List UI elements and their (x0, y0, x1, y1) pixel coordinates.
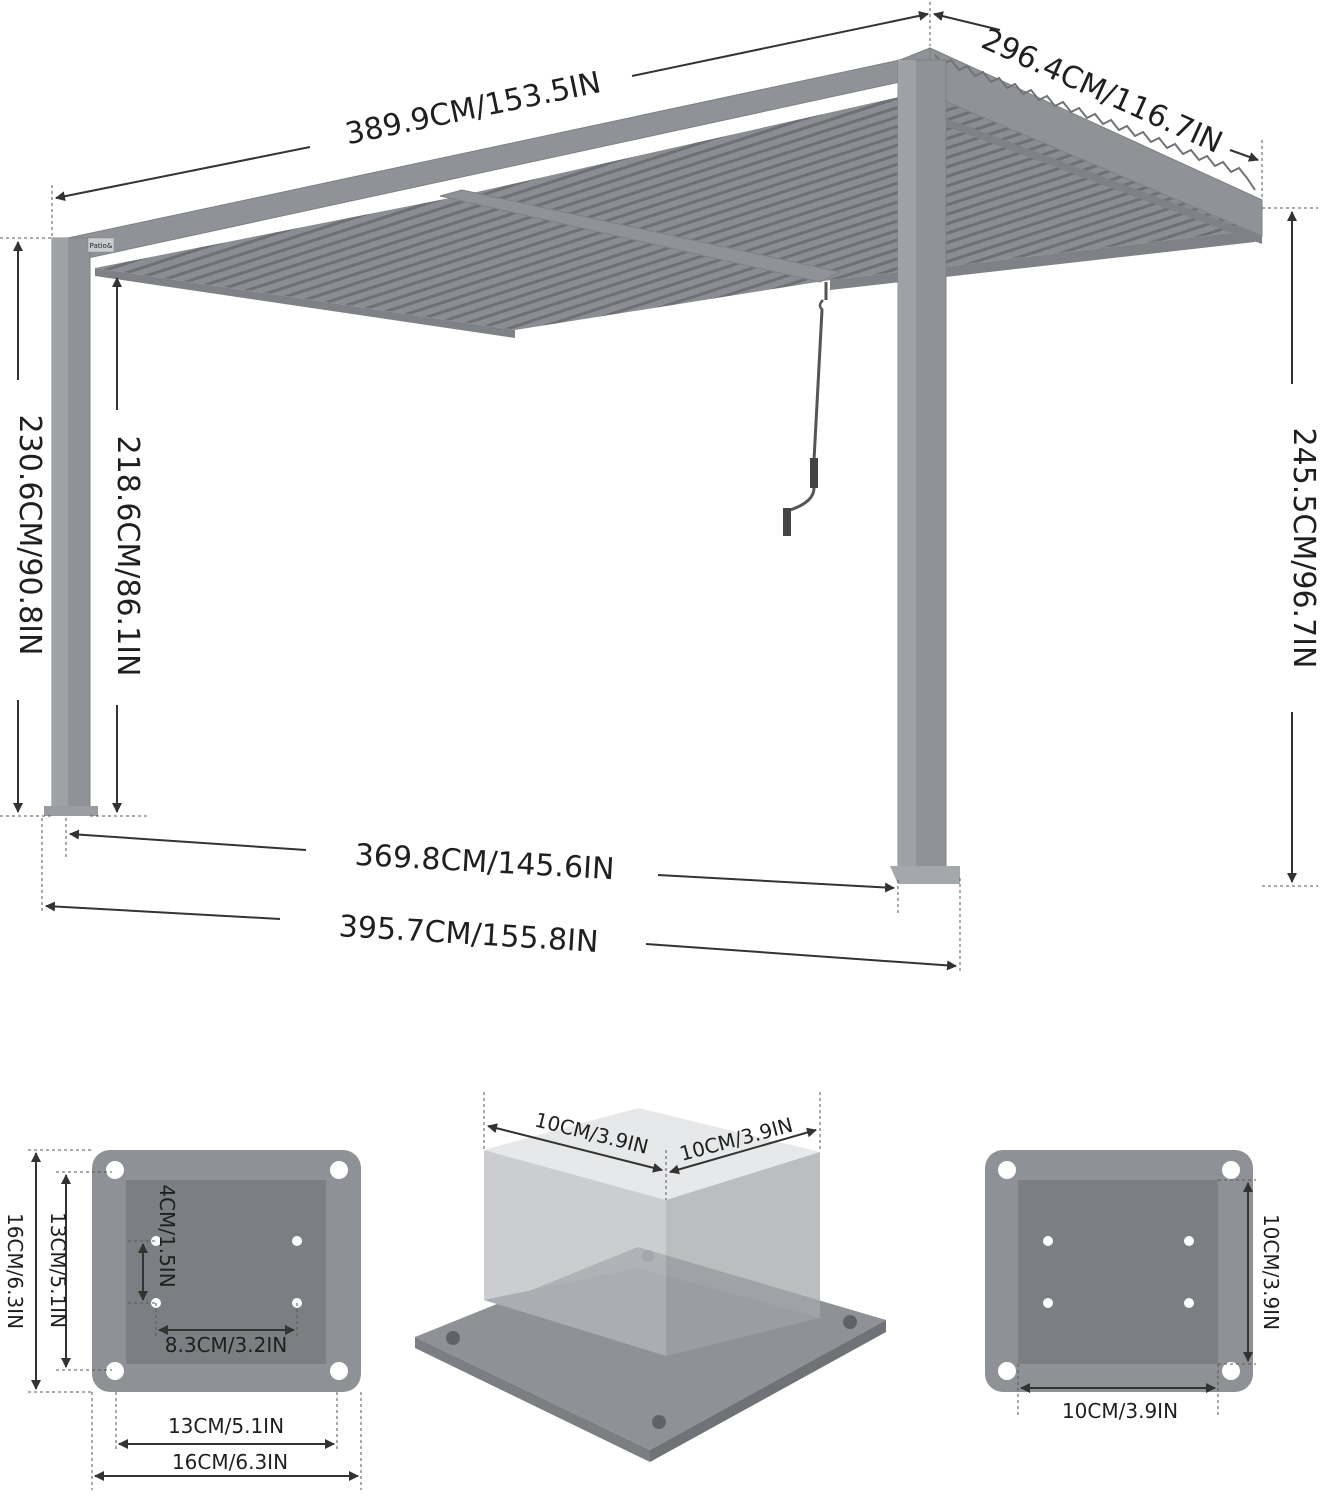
bolt-hole (1222, 1161, 1240, 1179)
right-height-label: 245.5CM/96.7IN (1286, 428, 1321, 669)
outer-height-label: 16CM/6.3IN (3, 1213, 27, 1329)
anchor-hole (1184, 1236, 1194, 1246)
outer-span-label: 395.7CM/155.8IN (338, 909, 600, 960)
bolt-hole (1222, 1362, 1240, 1380)
anchor-hole (1043, 1298, 1053, 1308)
bolt-hole (998, 1161, 1016, 1179)
crank-handle (783, 282, 828, 536)
bolt-hole (106, 1362, 124, 1380)
brand-plate (87, 237, 115, 253)
right-post-foot (890, 866, 960, 884)
bolt-hole (998, 1362, 1016, 1380)
outer-width-label: 16CM/6.3IN (172, 1450, 288, 1474)
base-plate-right: 10CM/3.9IN 10CM/3.9IN (985, 1150, 1283, 1423)
anchor-hole (151, 1236, 161, 1246)
inner-height-label: 13CM/5.1IN (46, 1212, 70, 1328)
bolt-hole (330, 1161, 348, 1179)
anchor-hole (292, 1236, 302, 1246)
bolt-hole (106, 1161, 124, 1179)
pergola-structure: Patio& (44, 47, 1263, 884)
plate-right-post (1018, 1180, 1218, 1364)
left-inner-height-label: 218.6CM/86.1IN (110, 436, 145, 677)
anchor-hole (1184, 1298, 1194, 1308)
brand-label: Patio& (90, 242, 113, 250)
base-plate-left: 4CM/1.5IN 8.3CM/3.2IN 13CM/5.1IN 16CM/6.… (3, 1149, 362, 1490)
hole-spacing-h-label: 8.3CM/3.2IN (165, 1333, 287, 1357)
hole-spacing-v-label: 4CM/1.5IN (155, 1184, 179, 1287)
post-3d-right-face (666, 1152, 820, 1356)
post-3d-left-face (484, 1150, 666, 1356)
post-3d-view: 10CM/3.9IN 10CM/3.9IN (415, 1092, 886, 1462)
inner-span-label: 369.8CM/145.6IN (354, 838, 616, 887)
anchor-hole (1043, 1236, 1053, 1246)
post-height-label: 10CM/3.9IN (1259, 1214, 1283, 1330)
bolt-hole (330, 1362, 348, 1380)
post-width-label: 10CM/3.9IN (1062, 1399, 1178, 1423)
center-beam (439, 189, 842, 283)
louver-panel-front (95, 198, 830, 330)
left-outer-height-label: 230.6CM/90.8IN (12, 415, 47, 656)
inner-width-label: 13CM/5.1IN (168, 1414, 284, 1438)
